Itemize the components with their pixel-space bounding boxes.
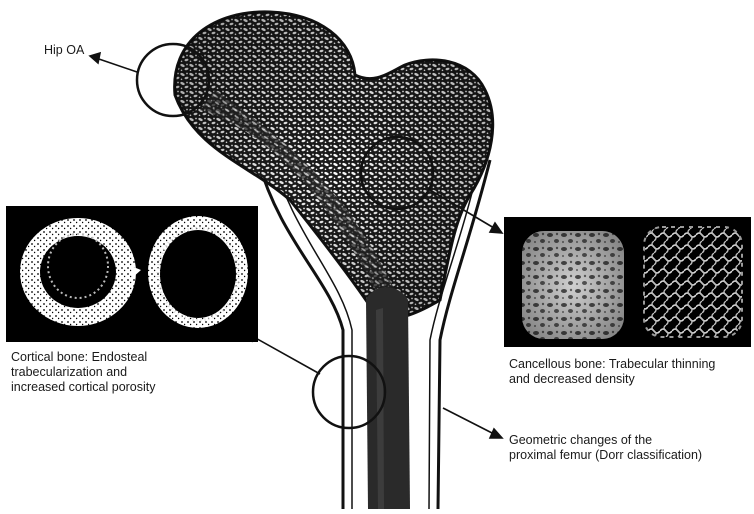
- geometric-arrow: [443, 408, 502, 438]
- trabecular-block-dense: [522, 231, 624, 339]
- medullary-canal: [366, 287, 410, 509]
- cortical-cross-section-image: [6, 206, 258, 342]
- cortical-label-line3: increased cortical porosity: [11, 380, 156, 395]
- hip-oa-label: Hip OA: [44, 43, 84, 58]
- cancellous-3d-panel: [504, 217, 751, 347]
- cortical-cross-section-panel: [6, 206, 258, 342]
- cortical-label-line1: Cortical bone: Endosteal: [11, 350, 156, 365]
- geometric-label-line1: Geometric changes of the: [509, 433, 702, 448]
- trabecular-block-thin: [644, 227, 742, 337]
- geometric-label: Geometric changes of the proximal femur …: [509, 433, 702, 463]
- cancellous-3d-image: [504, 217, 751, 347]
- cancellous-label-line1: Cancellous bone: Trabecular thinning: [509, 357, 715, 372]
- cortical-label: Cortical bone: Endosteal trabecularizati…: [11, 350, 156, 395]
- cortical-label-line2: trabecularization and: [11, 365, 156, 380]
- cortical-ring-normal: [20, 218, 141, 326]
- geometric-label-line2: proximal femur (Dorr classification): [509, 448, 702, 463]
- cancellous-label: Cancellous bone: Trabecular thinning and…: [509, 357, 715, 387]
- cancellous-label-line2: and decreased density: [509, 372, 715, 387]
- cortical-ring-porous: [148, 216, 248, 328]
- hip-oa-arrow: [90, 53, 137, 72]
